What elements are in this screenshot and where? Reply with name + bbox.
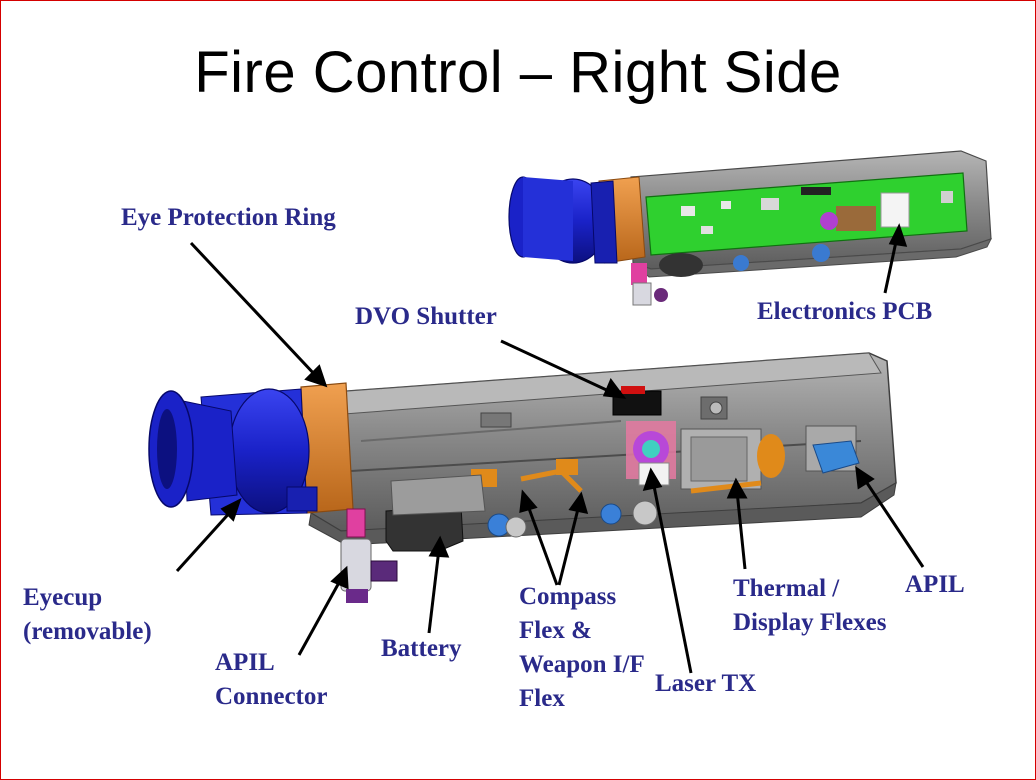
label-compass-line4: Flex	[519, 685, 565, 712]
label-battery: Battery	[381, 635, 462, 662]
arrow-battery	[427, 548, 441, 634]
arrow-thermal	[735, 490, 747, 570]
arrow-compass-2	[557, 504, 581, 586]
label-apil: APIL	[905, 571, 965, 598]
label-thermal-display-flexes: Thermal / Display Flexes	[733, 572, 886, 640]
arrow-eye-protection-ring	[189, 241, 319, 379]
label-apil-connector: APIL Connector	[215, 646, 327, 714]
label-eyecup-line2: (removable)	[23, 618, 152, 645]
callout-arrows	[175, 223, 925, 674]
arrow-apil-connector	[297, 578, 343, 656]
apil-connector-part	[346, 508, 366, 538]
label-laser-tx: Laser TX	[655, 670, 757, 697]
label-compass-line1: Compass	[519, 583, 617, 610]
label-dvo-shutter: DVO Shutter	[355, 303, 497, 330]
arrow-apil	[861, 476, 925, 568]
label-eye-protection-ring: Eye Protection Ring	[121, 204, 336, 231]
small-unit	[508, 150, 992, 306]
label-compass-line2: Flex &	[519, 617, 592, 644]
label-apil-connector-line2: Connector	[215, 683, 328, 710]
large-unit	[148, 352, 897, 603]
arrow-dvo-shutter	[500, 339, 614, 395]
label-thermal-line2: Display Flexes	[733, 609, 887, 636]
arrow-laser-tx	[651, 480, 693, 674]
label-eyecup-line1: Eyecup	[23, 584, 103, 611]
arrow-electronics-pcb	[883, 236, 899, 294]
label-eyecup: Eyecup (removable)	[23, 581, 152, 649]
slide-title: Fire Control – Right Side	[194, 40, 842, 105]
label-compass-weapon-flex: Compass Flex & Weapon I/F Flex	[519, 580, 645, 716]
apil-part	[812, 440, 860, 474]
label-apil-connector-line1: APIL	[215, 649, 275, 676]
label-thermal-line1: Thermal /	[733, 575, 840, 602]
label-compass-line3: Weapon I/F	[519, 651, 645, 678]
arrow-eyecup	[175, 507, 235, 573]
arrow-compass-1	[525, 502, 559, 586]
label-electronics-pcb: Electronics PCB	[757, 298, 933, 325]
